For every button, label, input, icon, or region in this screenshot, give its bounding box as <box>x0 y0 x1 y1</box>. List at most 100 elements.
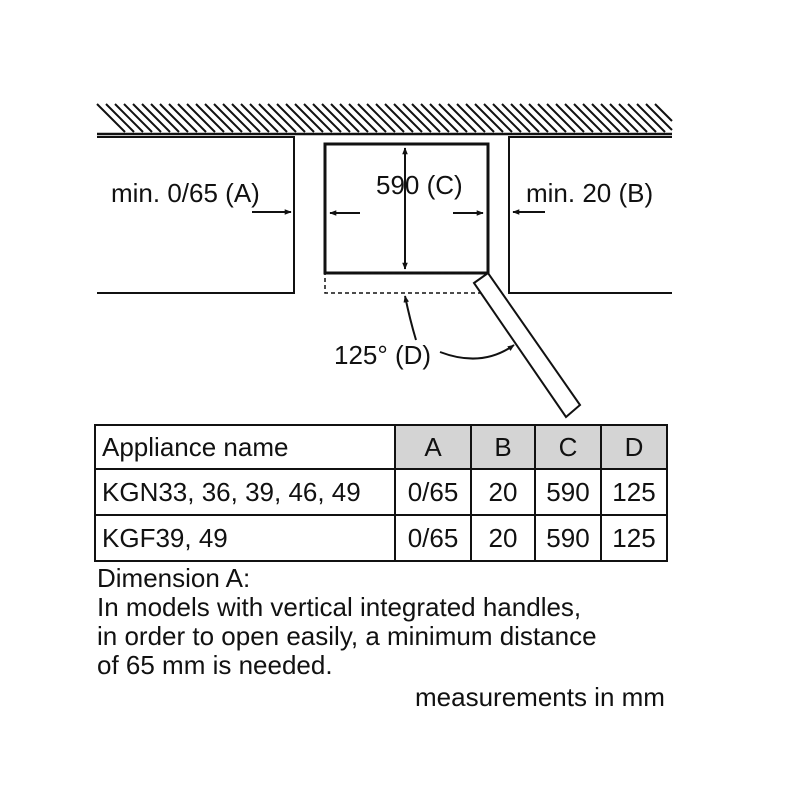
installation-diagram: min. 0/65 (A) 590 (C) min. 20 (B) 125° (… <box>96 103 673 419</box>
hatch-line <box>375 103 405 133</box>
hatch-line <box>627 103 657 133</box>
angle-d-left-arrow <box>403 295 417 341</box>
note-line: In models with vertical integrated handl… <box>97 592 582 622</box>
hatch-line <box>195 103 225 133</box>
hatch-line <box>186 103 216 133</box>
row-value-a: 0/65 <box>394 514 472 562</box>
hatch-line <box>573 103 603 133</box>
hatch-line <box>465 103 495 133</box>
row-value-d: 125 <box>600 514 668 562</box>
hatch-line <box>564 103 594 133</box>
hatch-line <box>249 103 279 133</box>
hatch-line <box>141 103 171 133</box>
hatch-line <box>330 103 360 133</box>
hatch-line <box>366 103 396 133</box>
hatch-line <box>384 103 414 133</box>
row-value-c: 590 <box>534 514 602 562</box>
hatch-line <box>447 103 477 133</box>
hatch-line <box>222 103 252 133</box>
closed-door-outline <box>324 272 489 294</box>
row-value-b: 20 <box>470 468 536 516</box>
hatch-line <box>159 103 189 133</box>
row-value-a: 0/65 <box>394 468 472 516</box>
hatch-line <box>321 103 351 133</box>
hatch-line <box>528 103 558 133</box>
hatch-line <box>600 103 630 133</box>
angle-d-right-arrow <box>439 344 515 360</box>
hatch-line <box>618 103 648 133</box>
row-appliance-name: KGN33, 36, 39, 46, 49 <box>94 468 396 516</box>
hatch-line <box>492 103 522 133</box>
hatch-line <box>123 103 153 133</box>
units-note: measurements in mm <box>415 682 665 712</box>
hatch-line <box>168 103 198 133</box>
note-line: of 65 mm is needed. <box>97 650 333 680</box>
appliance-body <box>323 142 490 275</box>
hatch-line <box>483 103 513 133</box>
hatch-line <box>348 103 378 133</box>
hatch-line <box>420 103 450 133</box>
hatch-line <box>276 103 306 133</box>
table-header-row: Appliance name A B C D <box>94 424 668 470</box>
hatch-line <box>312 103 342 133</box>
header-c: C <box>534 424 602 470</box>
hatch-line <box>132 103 162 133</box>
hatch-line <box>294 103 324 133</box>
hatch-line <box>177 103 207 133</box>
hatch-line <box>285 103 315 133</box>
hatch-line <box>204 103 234 133</box>
hatch-line <box>519 103 549 133</box>
table-row: KGF39, 49 0/65 20 590 125 <box>94 514 668 562</box>
note-line: Dimension A: <box>97 563 251 593</box>
hatch-line <box>510 103 540 133</box>
open-door <box>472 271 582 419</box>
header-appliance-name: Appliance name <box>94 424 396 470</box>
hatch-line <box>645 103 673 131</box>
hatch-line <box>357 103 387 133</box>
header-d: D <box>600 424 668 470</box>
hatch-line <box>438 103 468 133</box>
hatch-line <box>213 103 243 133</box>
row-appliance-name: KGF39, 49 <box>94 514 396 562</box>
hatch-line <box>654 103 673 122</box>
label-c: 590 (C) <box>376 170 463 200</box>
hatch-line <box>501 103 531 133</box>
row-value-b: 20 <box>470 514 536 562</box>
hatch-line <box>105 103 135 133</box>
row-value-c: 590 <box>534 468 602 516</box>
hatch-line <box>555 103 585 133</box>
hatch-line <box>393 103 423 133</box>
hatch-line <box>303 103 333 133</box>
hatch-line <box>636 103 666 133</box>
left-cabinet <box>97 136 295 294</box>
hatch-line <box>240 103 270 133</box>
label-d: 125° (D) <box>334 340 431 370</box>
right-cabinet <box>508 136 672 294</box>
hatch-line <box>96 103 126 133</box>
hatch-line <box>402 103 432 133</box>
row-value-d: 125 <box>600 468 668 516</box>
hatch-line <box>150 103 180 133</box>
hatch-line <box>258 103 288 133</box>
hatch-line <box>411 103 441 133</box>
hatch-line <box>267 103 297 133</box>
hatch-line <box>537 103 567 133</box>
hatch-line <box>231 103 261 133</box>
note-line: in order to open easily, a minimum dista… <box>97 621 597 651</box>
dimension-a-note: Dimension A: In models with vertical int… <box>97 564 597 680</box>
table-row: KGN33, 36, 39, 46, 49 0/65 20 590 125 <box>94 468 668 516</box>
header-b: B <box>470 424 536 470</box>
header-a: A <box>394 424 472 470</box>
label-b: min. 20 (B) <box>526 178 653 208</box>
hatch-line <box>429 103 459 133</box>
hatch-line <box>456 103 486 133</box>
hatch-line <box>609 103 639 133</box>
hatch-line <box>546 103 576 133</box>
label-a: min. 0/65 (A) <box>111 178 260 208</box>
hatch-line <box>339 103 369 133</box>
hatch-line <box>582 103 612 133</box>
hatch-line <box>474 103 504 133</box>
hatch-line <box>114 103 144 133</box>
wall-hatching <box>96 103 673 133</box>
hatch-line <box>591 103 621 133</box>
